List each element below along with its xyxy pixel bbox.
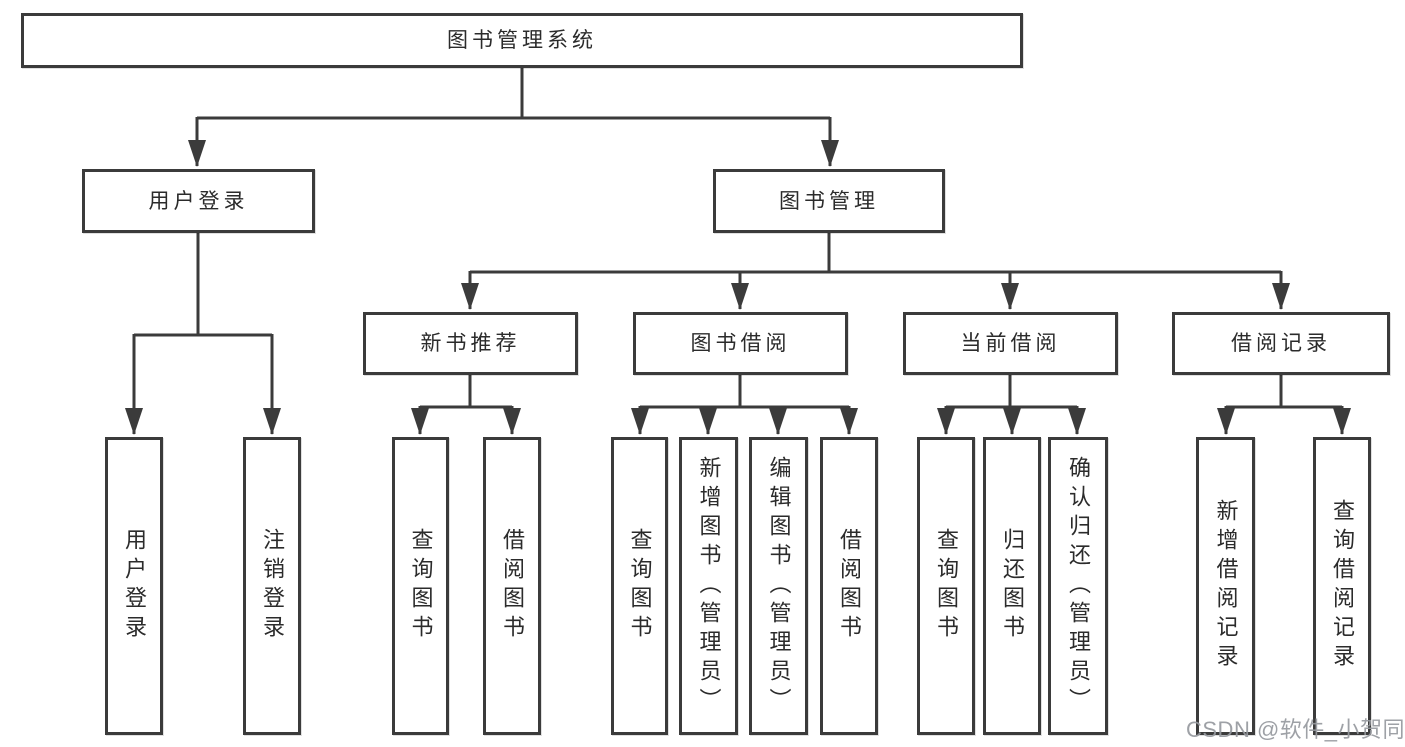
leaf-add-books-admin: 新增图书（管理员） [679, 437, 738, 735]
node-current-borrow: 当前借阅 [903, 312, 1118, 375]
leaf-user-login: 用户登录 [105, 437, 163, 735]
leaf-query-books-recommend: 查询图书 [392, 437, 449, 735]
leaf-return-books: 归还图书 [983, 437, 1041, 735]
leaf-confirm-return-admin: 确认归还（管理员） [1048, 437, 1108, 735]
node-root-library-system: 图书管理系统 [21, 13, 1023, 68]
csdn-watermark: CSDN @软件_小贺同学 [1186, 717, 1405, 742]
leaf-borrow-books-recommend: 借阅图书 [483, 437, 541, 735]
node-book-borrow: 图书借阅 [633, 312, 848, 375]
leaf-add-borrow-record: 新增借阅记录 [1196, 437, 1255, 735]
node-book-management: 图书管理 [713, 169, 945, 233]
node-user-login: 用户登录 [82, 169, 315, 233]
node-new-book-recommend: 新书推荐 [363, 312, 578, 375]
node-borrow-records: 借阅记录 [1172, 312, 1390, 375]
leaf-query-borrow-record: 查询借阅记录 [1313, 437, 1371, 735]
leaf-borrow-books: 借阅图书 [820, 437, 878, 735]
leaf-logout: 注销登录 [243, 437, 301, 735]
leaf-edit-books-admin: 编辑图书（管理员） [749, 437, 808, 735]
leaf-query-books-current: 查询图书 [917, 437, 975, 735]
leaf-query-books-borrow: 查询图书 [611, 437, 668, 735]
